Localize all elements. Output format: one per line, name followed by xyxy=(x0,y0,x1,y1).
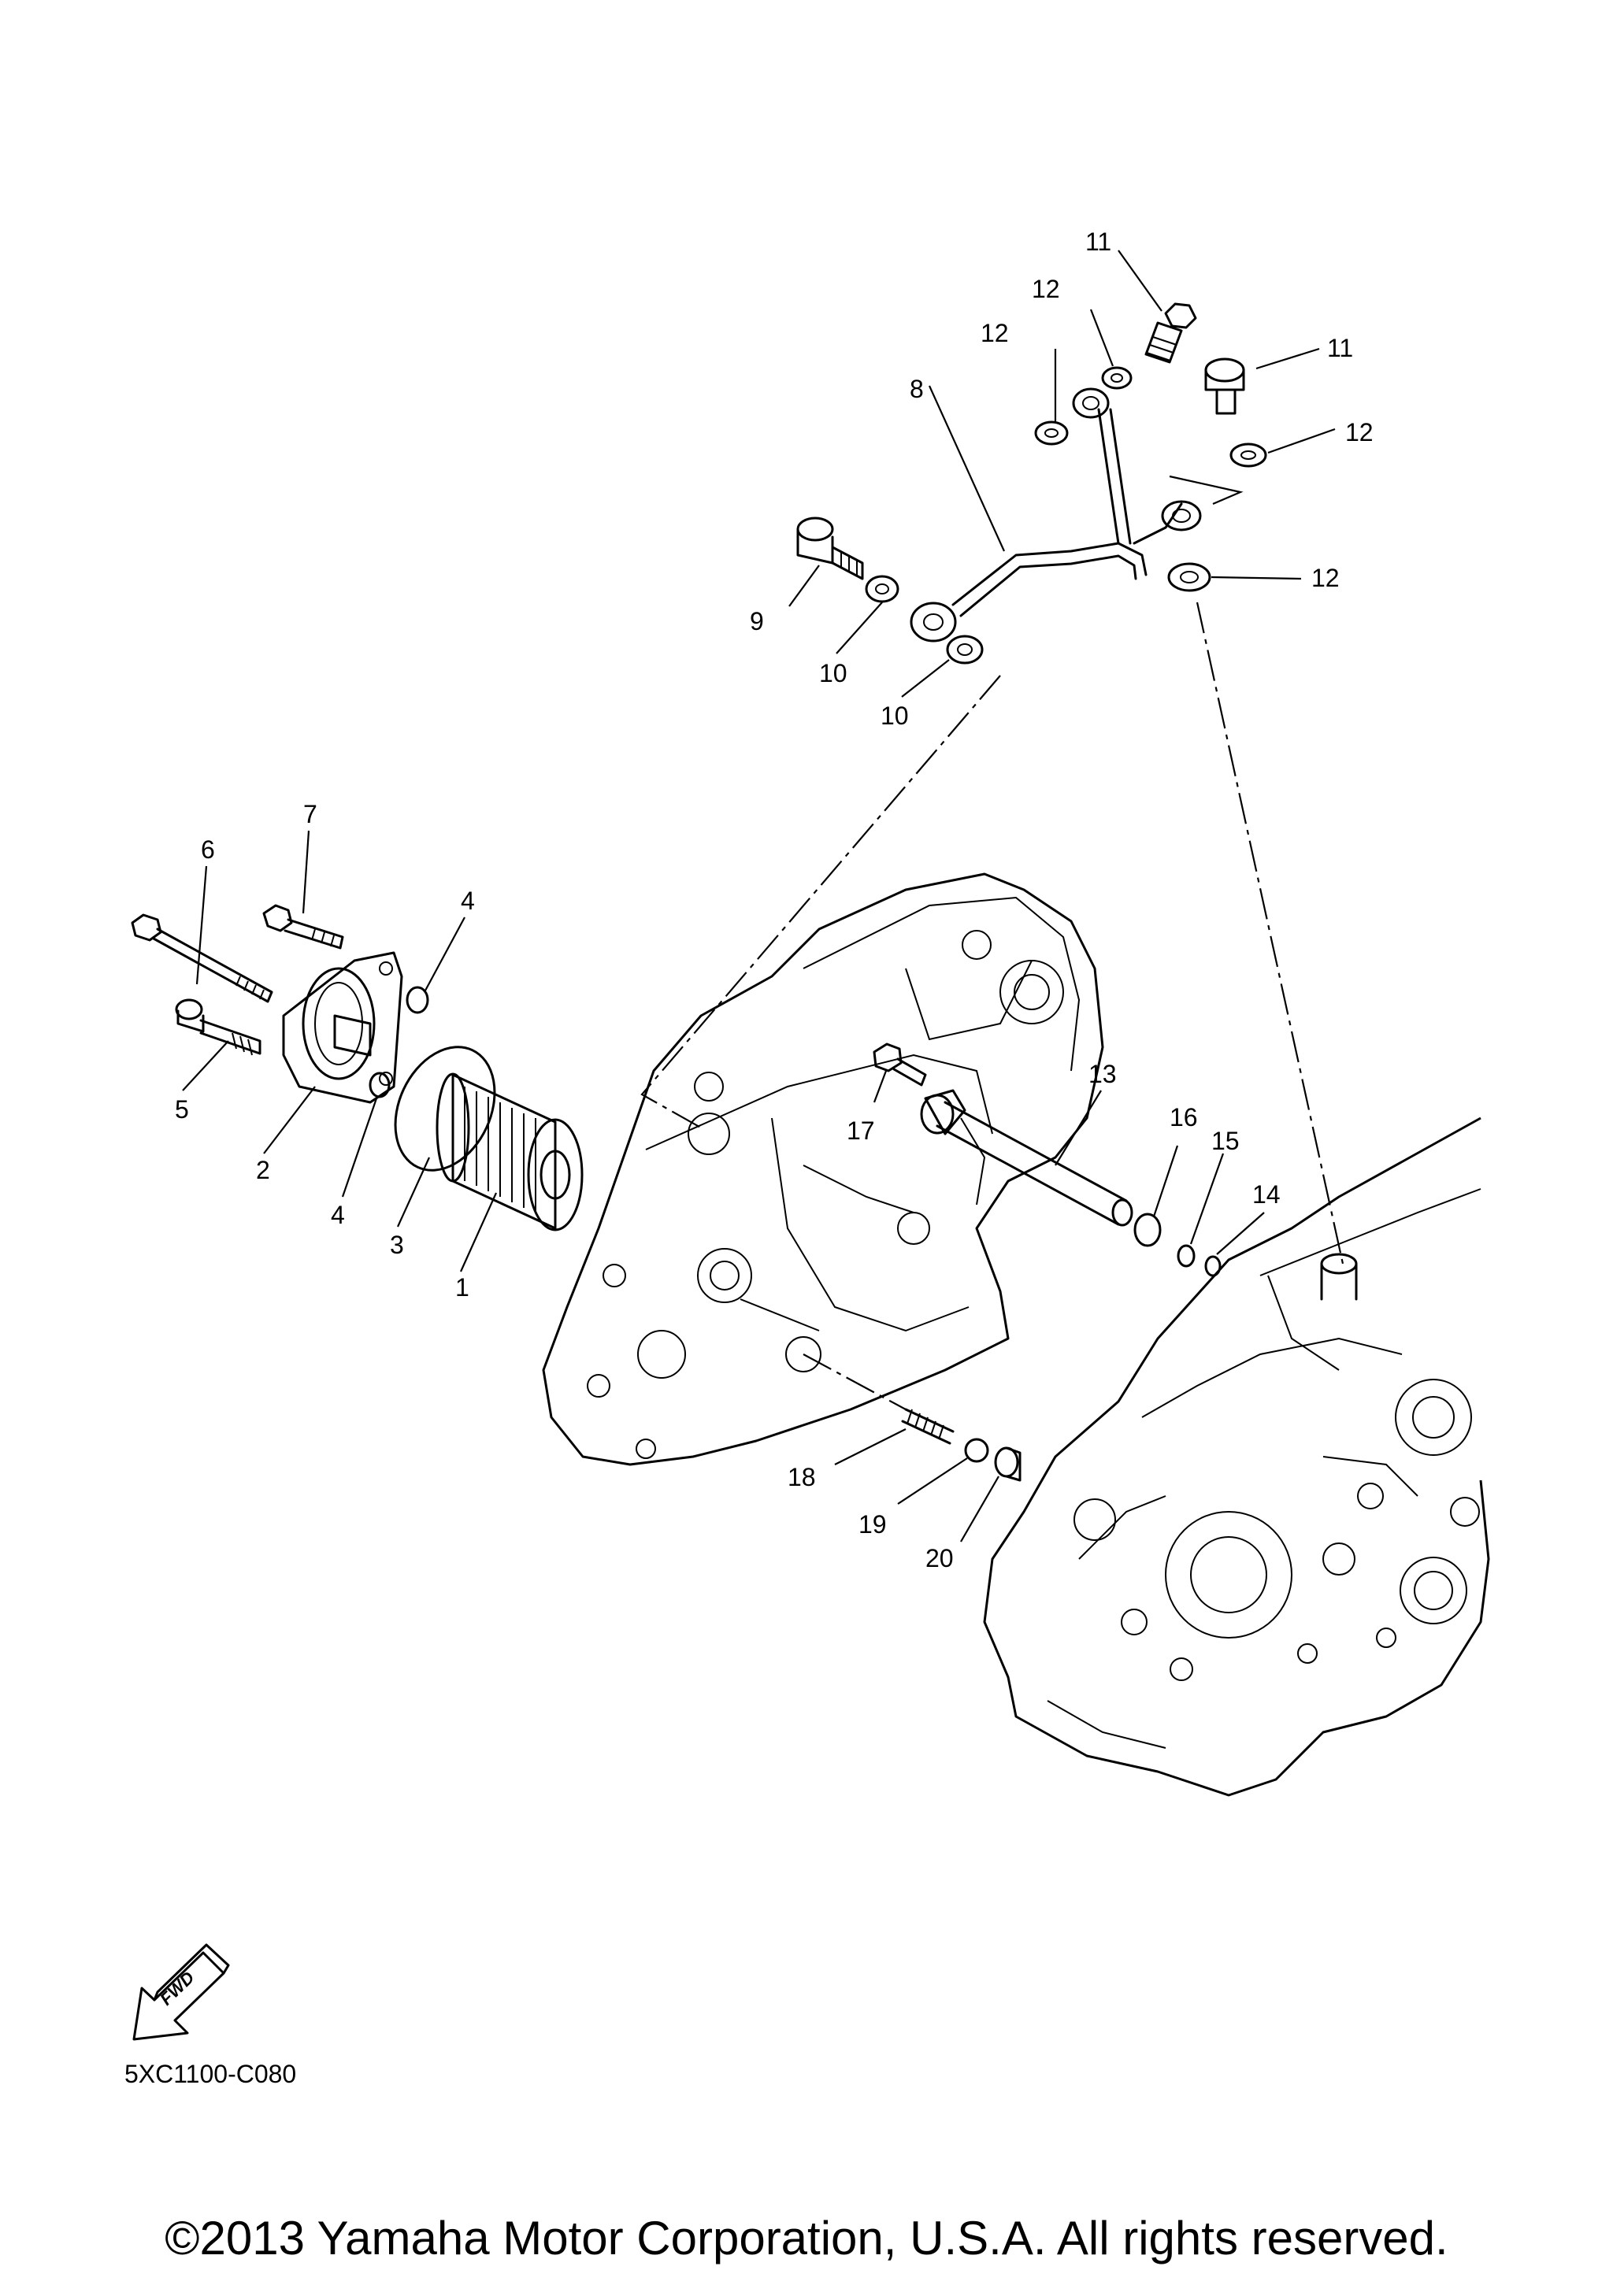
check-ball xyxy=(964,1438,989,1463)
washer-12-a-hole xyxy=(1044,428,1059,438)
relief-spring xyxy=(901,1408,955,1445)
alignment-line-relief xyxy=(803,1354,907,1410)
diagram-code: 5XC1100-C080 xyxy=(124,2060,297,2088)
callout-18: 18 xyxy=(788,1463,816,1491)
callout-17: 17 xyxy=(847,1117,875,1145)
oil-filter-element xyxy=(436,1072,584,1231)
left-crankcase xyxy=(542,872,1104,1466)
washer-12-a xyxy=(1034,420,1069,446)
callout-12-d: 12 xyxy=(1311,564,1340,592)
callout-14: 14 xyxy=(1252,1180,1281,1209)
washer-10-lower-hole xyxy=(957,643,973,656)
relief-plug xyxy=(994,1446,1022,1482)
washer-12-b xyxy=(1101,366,1133,390)
union-bolt-right xyxy=(1204,357,1245,415)
callout-12-a: 12 xyxy=(981,319,1009,347)
washer-10-upper-hole xyxy=(875,583,889,594)
oil-delivery-pipe xyxy=(910,387,1202,643)
fwd-arrow-icon: FWD xyxy=(132,1943,230,2041)
o-ring-upper xyxy=(406,986,429,1014)
right-crankcase xyxy=(983,1117,1490,1797)
washer-12-c-hole xyxy=(1240,450,1256,460)
callout-2: 2 xyxy=(256,1156,270,1184)
washer-12-c xyxy=(1229,443,1267,468)
union-bolt-top xyxy=(1144,302,1197,364)
alignment-bracket-12 xyxy=(1169,475,1244,505)
oil-strainer-pipe xyxy=(920,1089,1133,1227)
callout-1: 1 xyxy=(455,1273,469,1302)
large-o-ring xyxy=(394,1046,496,1172)
callout-7: 7 xyxy=(303,800,317,828)
callout-6: 6 xyxy=(201,835,215,864)
washer-12-d-hole xyxy=(1180,571,1199,583)
callout-12-b: 12 xyxy=(1032,275,1060,303)
washer-12-d xyxy=(1167,562,1211,592)
callout-4-upper: 4 xyxy=(461,887,475,915)
o-ring-16 xyxy=(1133,1213,1162,1247)
copyright-notice: ©2013 Yamaha Motor Corporation, U.S.A. A… xyxy=(165,2212,1448,2265)
callout-16: 16 xyxy=(1170,1103,1198,1131)
callout-12-c: 12 xyxy=(1345,418,1374,446)
callout-10-upper: 10 xyxy=(819,659,847,687)
short-bolt xyxy=(175,998,261,1056)
o-ring-14 xyxy=(1204,1255,1222,1277)
callout-11-right: 11 xyxy=(1327,334,1353,362)
callout-20: 20 xyxy=(925,1544,954,1572)
callout-5: 5 xyxy=(175,1095,189,1124)
callout-9: 9 xyxy=(750,607,764,635)
alignment-line-pipe xyxy=(640,675,1001,1131)
callout-4-lower: 4 xyxy=(331,1201,345,1229)
leader-lines xyxy=(182,250,1336,1542)
callout-19: 19 xyxy=(858,1510,887,1539)
washer-12-b-hole xyxy=(1111,373,1123,383)
washer-10-lower xyxy=(946,635,984,665)
callout-8: 8 xyxy=(910,375,924,403)
union-bolt-left xyxy=(796,517,864,580)
callout-13: 13 xyxy=(1088,1060,1117,1088)
callout-10-lower: 10 xyxy=(881,702,909,730)
o-ring-lower xyxy=(369,1072,391,1098)
callout-15: 15 xyxy=(1211,1127,1240,1155)
callout-3: 3 xyxy=(390,1231,404,1259)
oil-filter-cover xyxy=(282,951,403,1104)
long-bolt xyxy=(131,913,273,1003)
pipe-bolt xyxy=(873,1042,927,1087)
washer-10-upper xyxy=(865,575,899,603)
o-ring-15 xyxy=(1177,1244,1196,1268)
cover-bolt xyxy=(262,904,344,950)
callout-11-top: 11 xyxy=(1085,228,1111,256)
alignment-line-port xyxy=(1196,602,1344,1265)
